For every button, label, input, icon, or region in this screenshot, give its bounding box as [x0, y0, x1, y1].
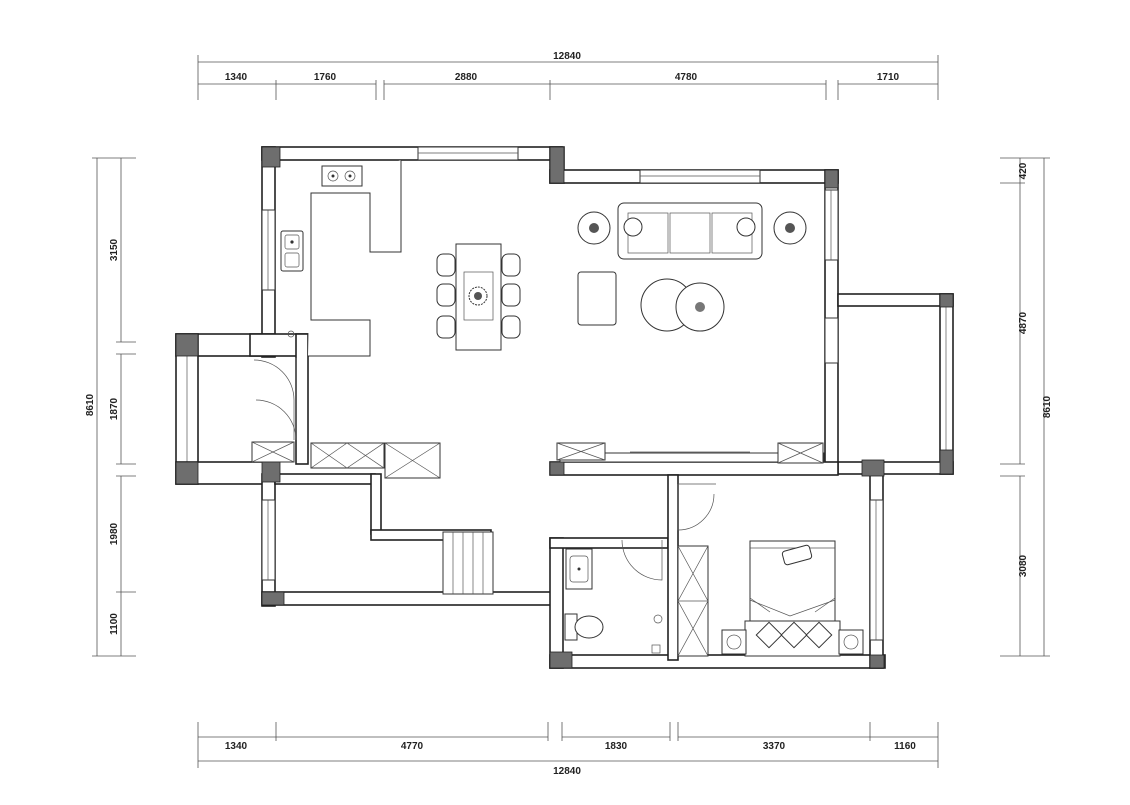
gas-stove-icon: [321, 165, 363, 187]
ottoman: [577, 271, 617, 326]
top-dimension-1: 1340: [225, 72, 248, 83]
right-dimension-2: 4870: [1018, 311, 1029, 334]
bottom-dimension-1: 1340: [225, 741, 248, 752]
left-dimensions: 8610 3150 1870 1980 1100: [85, 157, 136, 657]
dining-table-icon: [436, 243, 521, 351]
top-dimension-2: 1760: [314, 72, 337, 83]
bottom-dimension-2: 4770: [401, 741, 424, 752]
storage-cabinets: [251, 441, 824, 657]
left-dimension-3: 1980: [109, 522, 120, 545]
top-dimension-4: 4780: [675, 72, 698, 83]
bottom-dimensions: 1340 4770 1830 3370 1160 12840: [197, 722, 939, 777]
top-dimension-3: 2880: [455, 72, 478, 83]
bottom-total-dimension: 12840: [553, 766, 581, 777]
sofa-icon: [577, 202, 807, 260]
kitchen: [280, 160, 402, 357]
bottom-dimension-3: 1830: [605, 741, 628, 752]
structural-columns: [175, 146, 954, 669]
walls: [175, 146, 954, 669]
right-dimension-1: 420: [1018, 162, 1029, 179]
kitchen-sink-icon: [280, 230, 304, 272]
top-total-dimension: 12840: [553, 51, 581, 62]
top-dimensions: 12840 1340 1760 2880 4780 1710: [197, 51, 939, 100]
stairs: [442, 531, 494, 595]
bottom-dimension-4: 3370: [763, 741, 786, 752]
left-total-dimension: 8610: [85, 393, 96, 416]
top-dimension-5: 1710: [877, 72, 900, 83]
left-dimension-1: 3150: [109, 238, 120, 261]
bottom-dimension-5: 1160: [894, 741, 916, 752]
doors: [253, 358, 716, 581]
right-dimensions: 420 4870 3080 8610: [1000, 157, 1053, 657]
left-dimension-4: 1100: [109, 613, 120, 635]
left-dimension-2: 1870: [109, 397, 120, 420]
double-bed-icon: [721, 540, 864, 657]
right-dimension-3: 3080: [1018, 554, 1029, 577]
wash-basin-icon: [565, 548, 593, 590]
right-total-dimension: 8610: [1042, 395, 1053, 418]
coffee-table: [640, 278, 725, 332]
toilet-icon: [564, 613, 604, 641]
